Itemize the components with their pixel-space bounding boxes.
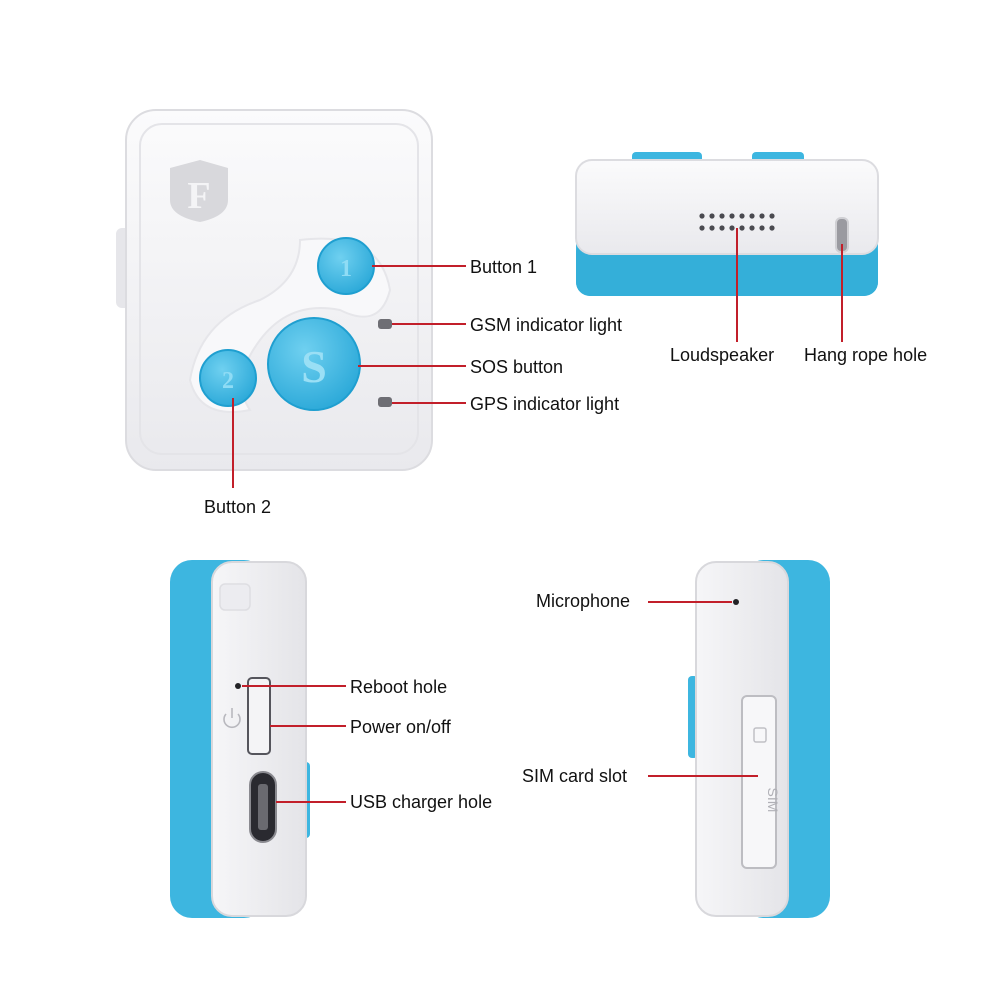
button-2-glyph: 2: [222, 368, 234, 394]
front-view: F 1 S 2: [116, 109, 433, 471]
label-gsm-indicator-light: GSM indicator light: [470, 315, 623, 335]
gsm-indicator-light: [378, 319, 392, 329]
usb-port-inner: [258, 784, 268, 830]
label-button-2: Button 2: [204, 497, 272, 517]
left-rope-slot: [219, 583, 251, 611]
label-power-onoff: Power on/off: [350, 717, 451, 737]
sim-card-icon: [753, 727, 767, 743]
power-icon: [223, 708, 241, 729]
reboot-hole: [235, 683, 241, 689]
label-button-1: Button 1: [470, 257, 538, 277]
label-hang-rope-hole: Hang rope hole: [804, 345, 928, 365]
sos-button-glyph: S: [301, 341, 327, 392]
label-microphone: Microphone: [536, 591, 631, 611]
button-1-glyph: 1: [340, 256, 352, 282]
button-2[interactable]: 2: [199, 349, 257, 407]
button-1[interactable]: 1: [317, 237, 375, 295]
left-side-view: [170, 560, 310, 918]
right-side-view: SIM: [688, 560, 830, 918]
sos-button[interactable]: S: [267, 317, 361, 411]
leader-lines: [232, 228, 843, 803]
label-sim-card-slot: SIM card slot: [522, 766, 628, 786]
svg-text:F: F: [187, 175, 210, 217]
microphone: [733, 599, 739, 605]
label-loudspeaker: Loudspeaker: [670, 345, 775, 365]
top-white-body: [575, 159, 879, 255]
label-usb-charger-hole: USB charger hole: [350, 792, 493, 812]
top-view: [575, 152, 879, 296]
sim-card-slot[interactable]: [741, 695, 777, 869]
power-switch[interactable]: [247, 677, 271, 755]
label-sos-button: SOS button: [470, 357, 564, 377]
gps-indicator-light: [378, 397, 392, 407]
shield-logo-icon: F: [170, 160, 228, 222]
front-bezel: [139, 123, 419, 455]
label-gps-indicator-light: GPS indicator light: [470, 394, 620, 414]
label-reboot-hole: Reboot hole: [350, 677, 448, 697]
sim-slot-text: SIM: [765, 788, 781, 813]
speaker-grille-icon: [699, 213, 775, 231]
